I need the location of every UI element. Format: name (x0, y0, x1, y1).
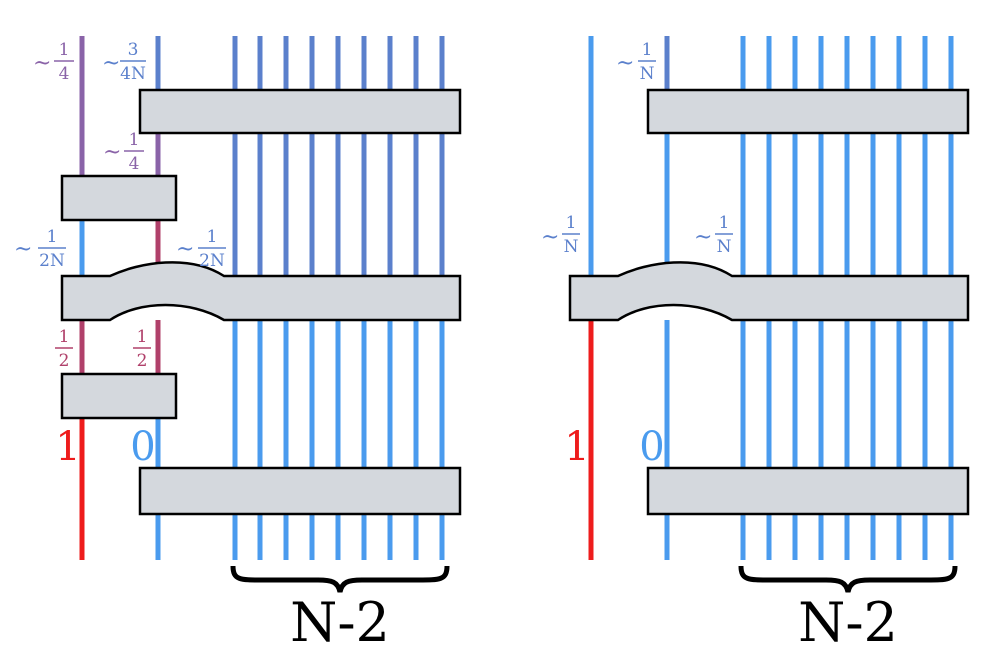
svg-text:~: ~ (33, 51, 51, 76)
svg-text:N: N (717, 237, 732, 257)
left-label-f: 1 2 (55, 327, 73, 371)
svg-text:1: 1 (719, 213, 730, 233)
svg-text:4: 4 (129, 154, 140, 174)
svg-text:1: 1 (207, 227, 218, 247)
svg-text:~: ~ (176, 237, 194, 262)
left-input-zero: 0 (130, 424, 155, 470)
svg-text:1: 1 (137, 327, 148, 347)
left-input-one: 1 (55, 424, 80, 470)
svg-text:2: 2 (137, 351, 148, 371)
svg-text:2N: 2N (39, 251, 65, 271)
svg-text:3: 3 (128, 40, 139, 60)
svg-text:~: ~ (616, 51, 634, 76)
left-label-c: ~ 1 4 (103, 130, 144, 174)
left-label-b: ~ 3 4N (102, 40, 146, 84)
left-brace (230, 565, 450, 593)
left-label-g: 1 2 (133, 327, 151, 371)
svg-text:~: ~ (102, 51, 120, 76)
left-label-a: ~ 1 4 (33, 40, 74, 84)
svg-text:4N: 4N (120, 64, 146, 84)
left-brace-label: N-2 (290, 591, 390, 651)
svg-text:~: ~ (694, 225, 712, 250)
svg-text:1: 1 (642, 40, 653, 60)
svg-text:~: ~ (541, 225, 559, 250)
left-coupler-box-top (138, 88, 462, 135)
right-label-c: ~ 1 N (694, 213, 733, 257)
right-brace-label: N-2 (798, 591, 898, 651)
left-small-box-upper (60, 174, 178, 222)
svg-text:1: 1 (59, 40, 70, 60)
svg-text:N: N (564, 237, 579, 257)
left-label-d: ~ 1 2N (14, 227, 66, 271)
left-small-box-lower (60, 372, 178, 420)
svg-text:1: 1 (59, 327, 70, 347)
svg-text:1: 1 (566, 213, 577, 233)
right-mode-lines (740, 36, 954, 560)
left-label-e: ~ 1 2N (176, 227, 226, 271)
right-input-one: 1 (564, 424, 589, 470)
right-input-zero: 0 (639, 424, 664, 470)
svg-text:1: 1 (129, 130, 140, 150)
left-panel: ~ 1 4 ~ 3 4N ~ 1 4 ~ 1 2N ~ 1 2N (14, 36, 462, 651)
right-coupler-box-bottom (646, 466, 970, 516)
svg-text:~: ~ (14, 237, 32, 262)
svg-text:1: 1 (47, 227, 58, 247)
left-coupler-box-bottom (138, 466, 462, 516)
left-wide-box-middle (60, 261, 462, 322)
svg-text:N: N (640, 64, 655, 84)
svg-text:4: 4 (59, 64, 70, 84)
right-label-b: ~ 1 N (541, 213, 580, 257)
right-label-a: ~ 1 N (616, 40, 656, 84)
right-coupler-box-top (646, 88, 970, 135)
right-wide-box-middle (568, 261, 970, 322)
svg-text:2N: 2N (199, 251, 225, 271)
right-brace (738, 565, 958, 593)
left-mode-lines (232, 36, 445, 560)
svg-text:2: 2 (59, 351, 70, 371)
right-panel: ~ 1 N ~ 1 N ~ 1 N 1 0 N-2 (541, 36, 970, 651)
svg-text:~: ~ (103, 140, 121, 165)
